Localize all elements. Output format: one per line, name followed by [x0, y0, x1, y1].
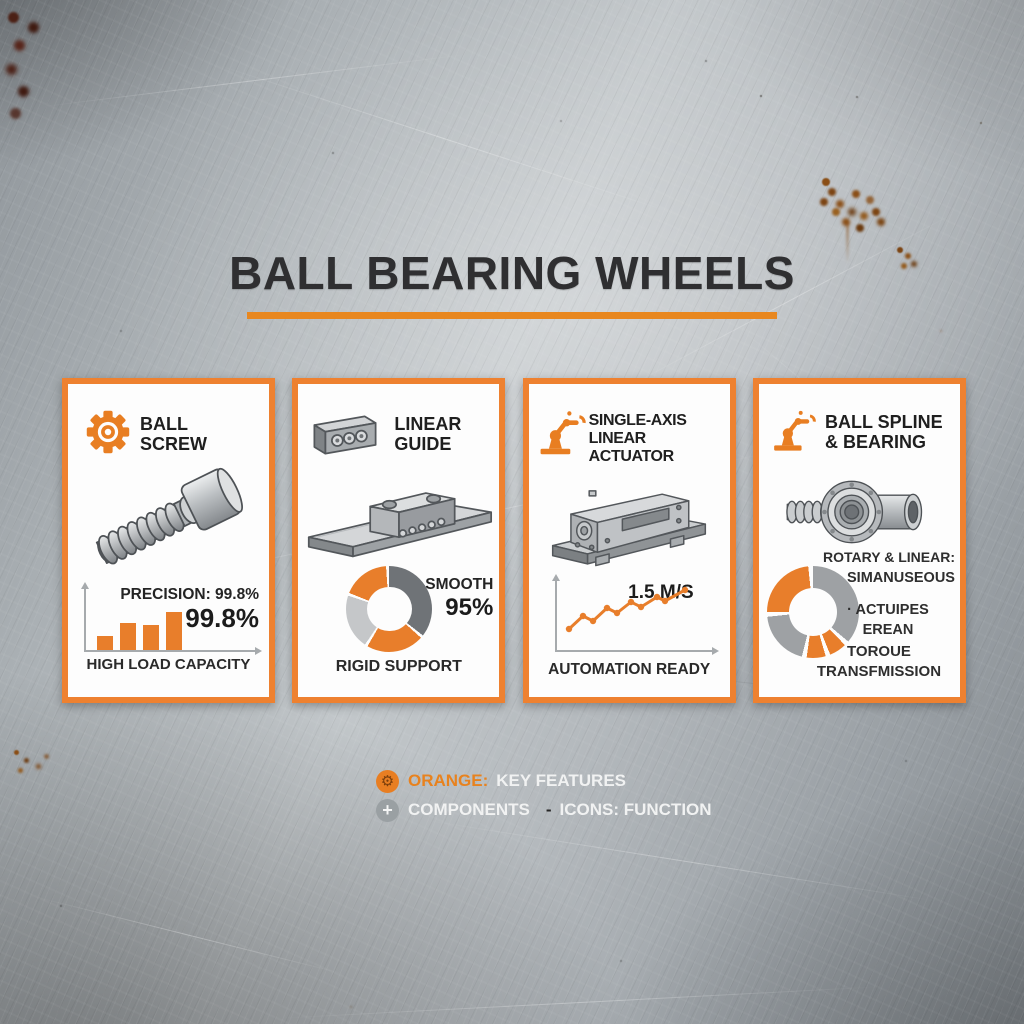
x-axis [554, 647, 719, 655]
legend-row-orange: ⚙ ORANGE: KEY FEATURES [376, 768, 712, 794]
legend-label: ICONS: FUNCTION [559, 800, 712, 819]
rust-spot-cluster [822, 178, 830, 186]
card-title-line2: SCREW [140, 434, 207, 455]
note-line: SIMANUSEOUS [847, 569, 955, 586]
bar [120, 623, 136, 650]
bar-chart [81, 582, 262, 655]
scratch-line [212, 62, 688, 219]
linear-guide-illustration [298, 470, 499, 566]
card-title: BALL SPLINE & BEARING [825, 412, 943, 452]
rust-spot [14, 750, 19, 755]
line-series [563, 582, 703, 644]
bar [166, 612, 182, 650]
plus-badge-icon: + [376, 798, 399, 822]
precision-stat-label: PRECISION: 99.8% [120, 586, 259, 603]
note-line: EREAN [862, 622, 914, 639]
note-spacer [821, 588, 955, 600]
caption-line2: TRANSFMISSION [816, 663, 942, 681]
card-title: LINEAR GUIDE [394, 414, 461, 454]
robot-arm-icon [535, 406, 587, 458]
x-axis [84, 647, 262, 655]
dark-corrosion-spots [8, 12, 19, 23]
scratch-line [622, 210, 958, 391]
bar [143, 624, 159, 650]
y-axis [81, 582, 89, 650]
card-title: BALL SCREW [140, 414, 207, 454]
smooth-stat-label: SMOOTH [425, 576, 494, 593]
note-line: · ACTUIPES [847, 601, 929, 618]
note-line: ROTARY & LINEAR: [823, 549, 955, 565]
card-caption: AUTOMATION READY [548, 661, 711, 678]
bar-series [97, 588, 182, 650]
card-title-line1: LINEAR [394, 414, 462, 434]
legend-prefix: COMPONENTS [408, 800, 530, 819]
card-caption: RIGID SUPPORT [335, 658, 462, 675]
scratch-line [34, 896, 346, 975]
card-linear-actuator: SINGLE-AXIS LINEAR ACTUATOR [522, 378, 736, 703]
bar [97, 635, 113, 650]
feature-cards-row: BALL SCREW [62, 378, 966, 703]
legend-row-components: + COMPONENTS - ICONS: FUNCTION [376, 797, 712, 823]
robot-arm-icon [769, 406, 817, 454]
scratch-line [280, 986, 880, 1019]
smooth-stat-value: 95% [445, 594, 494, 621]
legend-separator: - [545, 800, 552, 819]
card-caption: HIGH LOAD CAPACITY [86, 656, 251, 673]
card-ball-screw: BALL SCREW [62, 378, 275, 703]
rust-spot [897, 247, 903, 253]
card-linear-guide: LINEAR GUIDE [292, 378, 506, 703]
linear-actuator-illustration [529, 466, 730, 578]
card-ball-spline-bearing: BALL SPLINE & BEARING [752, 378, 966, 703]
gear-icon [84, 408, 132, 456]
precision-stat-value: 99.8% [185, 603, 259, 633]
scratch-line [41, 53, 469, 108]
ball-spline-bearing-illustration [759, 466, 960, 558]
title-underline [247, 312, 777, 319]
card-title-line1: BALL SPLINE [824, 412, 943, 432]
legend-prefix: ORANGE: [408, 771, 489, 790]
dirt-specks [0, 0, 2, 2]
donut-chart [766, 566, 859, 658]
card-title-line2: & BEARING [824, 432, 926, 453]
caption-line1: TOROUE [847, 643, 911, 660]
speed-stat-value: 1.5 M/S [628, 582, 694, 603]
rail-icon [310, 412, 380, 458]
y-axis [551, 574, 560, 650]
legend-label: KEY FEATURES [496, 771, 627, 790]
donut-chart [346, 566, 433, 652]
card-title-line1: BALL [140, 414, 188, 434]
ball-screw-illustration [68, 454, 269, 586]
feature-notes: ROTARY & LINEAR: SIMANUSEOUS · ACTUIPES … [821, 548, 955, 640]
gear-badge-icon: ⚙ [376, 769, 399, 793]
card-title: SINGLE-AXIS LINEAR ACTUATOR [589, 412, 730, 466]
scratch-line [423, 819, 937, 902]
line-chart [551, 574, 719, 655]
legend: ⚙ ORANGE: KEY FEATURES + COMPONENTS - IC… [376, 768, 712, 826]
card-title-line2: LINEAR ACTUATOR [588, 429, 674, 465]
card-title-line1: SINGLE-AXIS [588, 412, 687, 429]
rust-streak [846, 222, 849, 264]
card-caption: TOROUE TRANSFMISSION [799, 642, 959, 683]
page-title: BALL BEARING WHEELS [229, 247, 795, 299]
card-title-line2: GUIDE [394, 434, 452, 455]
